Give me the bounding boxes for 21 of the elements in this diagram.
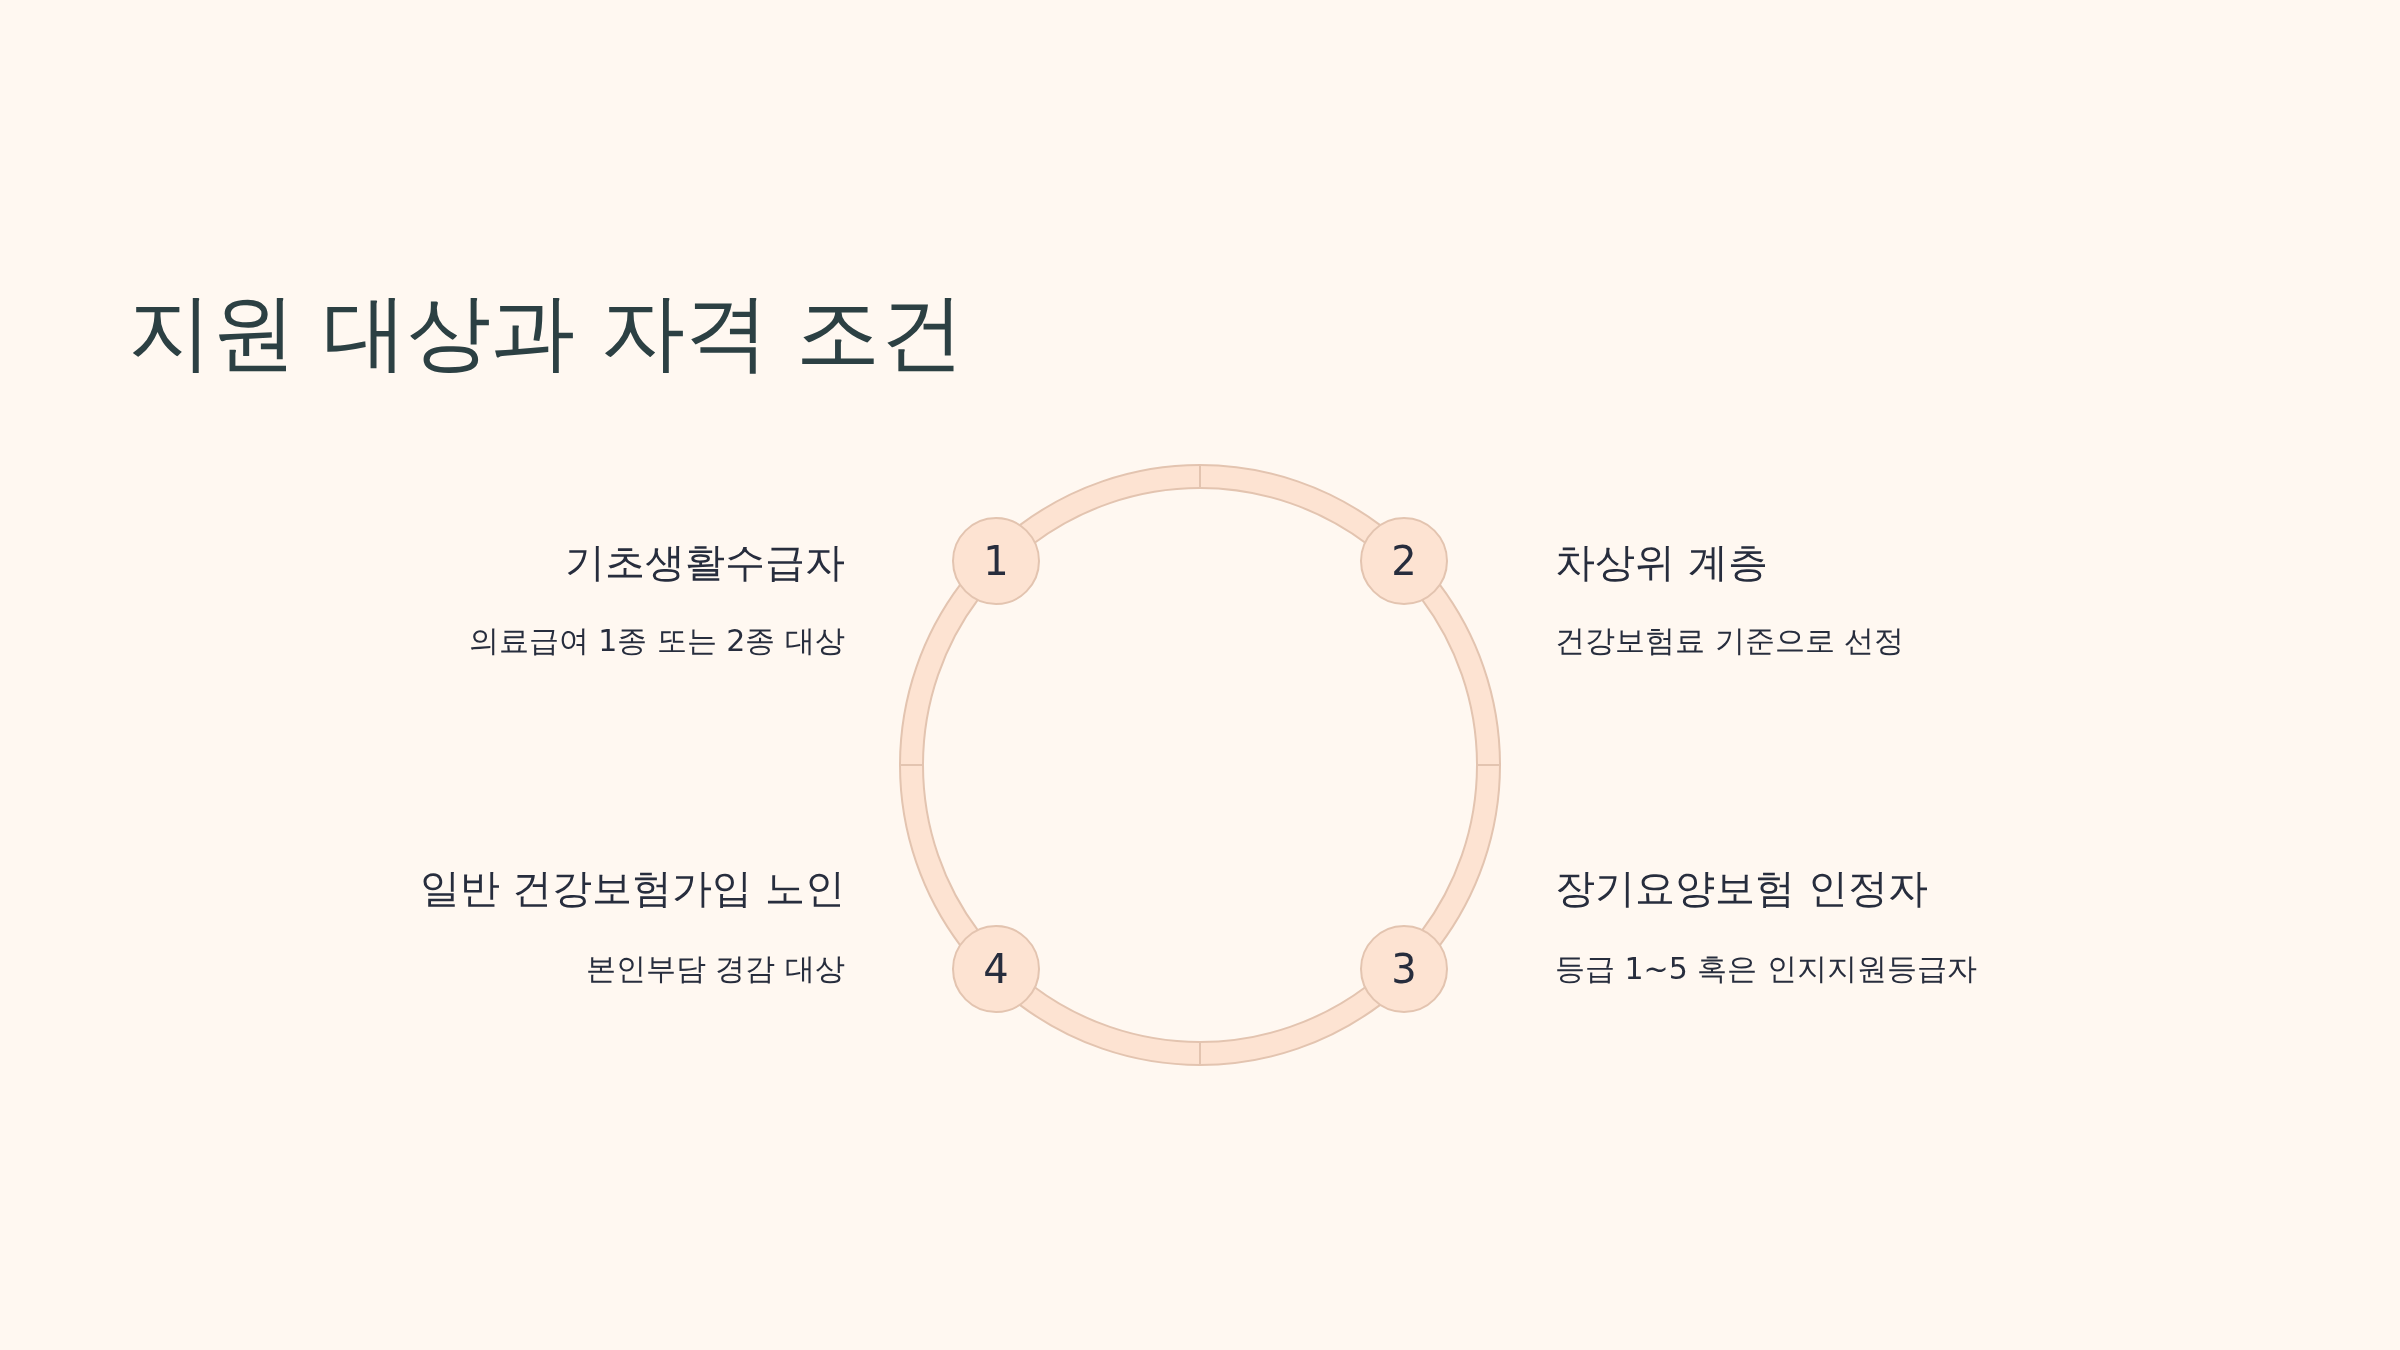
number-circle <box>1360 925 1448 1013</box>
item-description: 본인부담 경감 대상 <box>585 950 845 988</box>
item-description: 등급 1~5 혹은 인지지원등급자 <box>1555 950 1977 988</box>
number-circle <box>952 517 1040 605</box>
ring-arc <box>1420 583 1501 947</box>
item-title: 차상위 계층 <box>1555 538 1768 587</box>
item-title: 장기요양보험 인정자 <box>1555 864 1928 913</box>
number-circle <box>952 925 1040 1013</box>
step-number: 3 <box>1391 949 1417 989</box>
item-title: 일반 건강보험가입 노인 <box>419 864 845 913</box>
item-description: 건강보험료 기준으로 선정 <box>1555 622 1905 660</box>
number-circle <box>1360 517 1448 605</box>
item-title: 기초생활수급자 <box>565 538 845 587</box>
step-number: 4 <box>983 949 1009 989</box>
ring-arc <box>899 583 980 947</box>
item-description: 의료급여 1종 또는 2종 대상 <box>468 622 845 660</box>
title: 지원 대상과 자격 조건 <box>128 282 965 383</box>
ring-arc <box>1018 464 1382 545</box>
step-number: 1 <box>983 541 1009 581</box>
ring-arc <box>1018 985 1382 1066</box>
step-number: 2 <box>1391 541 1417 581</box>
